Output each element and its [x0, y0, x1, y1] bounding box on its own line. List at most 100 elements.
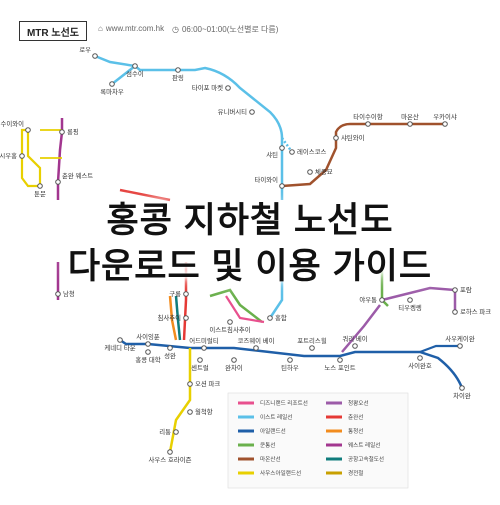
line-disney — [225, 295, 265, 324]
station-label-fortresshill: 포트리스힐 — [297, 336, 327, 345]
station-marker[interactable] — [19, 153, 25, 159]
station-label-tinshuiwai: 틴수이와이 — [0, 119, 24, 128]
station-marker[interactable] — [187, 409, 193, 415]
legend-label: 경전철 — [348, 469, 363, 477]
station-marker[interactable] — [117, 337, 123, 343]
station-label-southhorizons: 사우스 호라이즌 — [149, 455, 192, 464]
hours-text: 06:00~01:00(노선별로 다름) — [181, 25, 279, 34]
station-marker[interactable] — [307, 169, 313, 175]
station-label-kowloon: 구룡 — [169, 290, 181, 298]
station-label-kennedytown: 케네디 타운 — [104, 343, 135, 352]
station-label-racecourse: 레이스코스 — [297, 147, 327, 156]
station-marker[interactable] — [457, 343, 463, 349]
station-label-taishui: 타이수이항 — [353, 112, 383, 121]
website-text[interactable]: www.mtr.com.hk — [105, 24, 165, 33]
station-marker[interactable] — [267, 315, 273, 321]
station-marker[interactable] — [452, 309, 458, 315]
station-marker[interactable] — [417, 355, 423, 361]
legend-label: 마온산선 — [260, 455, 281, 463]
legend-label: 디즈니랜드 리조트선 — [260, 399, 308, 407]
station-label-chehungkung: 체쿵묘 — [315, 168, 333, 176]
station-marker[interactable] — [279, 145, 285, 151]
station-marker[interactable] — [279, 183, 285, 189]
line-east-rail-south — [268, 148, 284, 319]
hours-info: ◷ 06:00~01:00(노선별로 다름) — [172, 24, 278, 35]
station-label-yautong: 야우통 — [359, 295, 377, 304]
station-marker[interactable] — [167, 449, 173, 455]
clock-icon: ◷ — [172, 25, 179, 34]
station-label-wukaisha: 우카이샤 — [433, 112, 457, 121]
station-marker[interactable] — [201, 345, 207, 351]
station-marker[interactable] — [253, 345, 259, 351]
station-marker[interactable] — [407, 297, 413, 303]
legend-label: 츈완선 — [348, 413, 363, 421]
legend-label: 사우스아일랜드선 — [260, 469, 301, 477]
station-marker[interactable] — [25, 127, 31, 133]
home-icon: ⌂ — [98, 24, 103, 33]
legend-label: 통청선 — [348, 427, 363, 435]
station-marker[interactable] — [175, 67, 181, 73]
station-label-leitung: 리퉁 — [159, 427, 171, 436]
station-marker[interactable] — [225, 85, 231, 91]
station-marker[interactable] — [187, 381, 193, 387]
station-marker[interactable] — [145, 349, 151, 355]
station-marker[interactable] — [249, 109, 255, 115]
station-marker[interactable] — [333, 135, 339, 141]
station-label-sheungshui: 섬수이 — [126, 69, 144, 78]
station-marker[interactable] — [309, 345, 315, 351]
station-marker[interactable] — [183, 315, 189, 321]
station-marker[interactable] — [287, 357, 293, 363]
station-marker[interactable] — [145, 341, 151, 347]
station-marker[interactable] — [55, 291, 61, 297]
station-marker[interactable] — [365, 121, 371, 127]
station-marker[interactable] — [442, 121, 448, 127]
legend-label: 이스트 레일선 — [260, 413, 292, 421]
legend-label: 청쾅오선 — [348, 399, 369, 407]
station-marker[interactable] — [452, 287, 458, 293]
station-label-saukeiwan: 사우케이완 — [445, 334, 475, 343]
legend-box — [227, 392, 409, 489]
station-marker[interactable] — [289, 149, 295, 155]
station-label-admiralty: 어드미럴티 — [189, 336, 219, 345]
station-marker[interactable] — [183, 291, 189, 297]
station-marker[interactable] — [231, 357, 237, 363]
station-label-lokmachau: 록마차우 — [100, 87, 124, 96]
line-tseung-kwan-o — [341, 286, 457, 353]
station-marker[interactable] — [132, 63, 138, 69]
station-marker[interactable] — [197, 357, 203, 363]
station-label-tsimshatsui: 침사추이 — [157, 313, 181, 322]
station-marker[interactable] — [59, 129, 65, 135]
station-marker[interactable] — [55, 179, 61, 185]
station-marker[interactable] — [109, 81, 115, 87]
station-label-pohlam: 포람 — [460, 286, 472, 294]
station-label-lohaspark: 로하스 파크 — [460, 307, 491, 316]
station-label-central: 센트럴 — [191, 363, 209, 372]
station-marker[interactable] — [227, 319, 233, 325]
station-marker[interactable] — [459, 385, 465, 391]
station-marker[interactable] — [173, 429, 179, 435]
line-airport — [174, 295, 182, 341]
station-marker[interactable] — [167, 345, 173, 351]
line-east-rail — [94, 54, 284, 148]
station-label-lowu: 로우 — [79, 46, 91, 54]
station-marker[interactable] — [352, 343, 358, 349]
legend-label: 공항고속철도선 — [348, 455, 384, 463]
legend-label: 아일랜드선 — [260, 427, 286, 435]
station-label-longping: 롱핑 — [67, 127, 79, 136]
line-south-island — [168, 348, 192, 453]
station-marker[interactable] — [379, 297, 385, 303]
line-ma-on-shan — [281, 122, 445, 188]
station-marker[interactable] — [37, 183, 43, 189]
station-marker[interactable] — [407, 121, 413, 127]
station-marker[interactable] — [92, 53, 98, 59]
station-label-oceanpark: 오션 파크 — [195, 379, 220, 388]
station-label-easttsimshatsui: 이스트침사추이 — [209, 325, 250, 334]
station-label-maonshan: 마온산 — [401, 112, 419, 121]
station-label-taiwai: 타이와이 — [254, 175, 278, 184]
station-label-fanling: 판링 — [172, 73, 184, 82]
line-island — [119, 338, 464, 389]
station-marker[interactable] — [337, 357, 343, 363]
station-label-namcheong: 남청 — [63, 289, 75, 298]
